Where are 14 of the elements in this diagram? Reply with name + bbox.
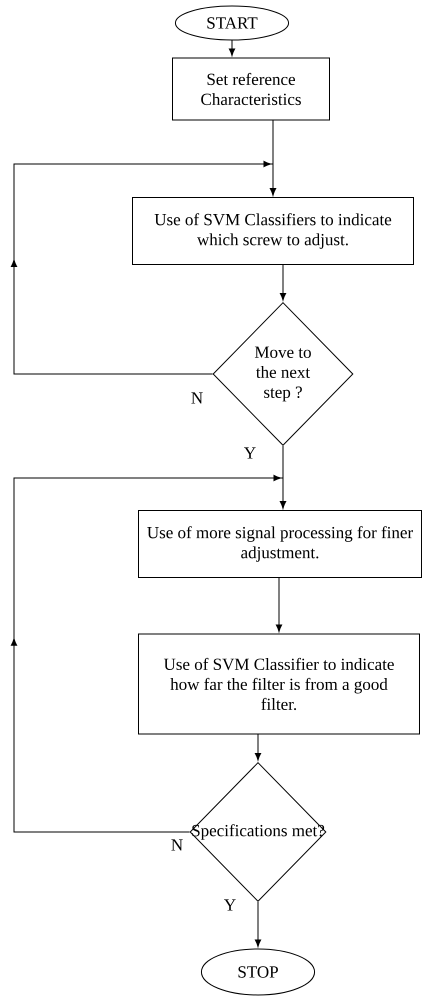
arrow [254, 734, 262, 760]
edge-label: Y [242, 446, 258, 460]
edge-label: N [190, 391, 204, 405]
process-box: Set reference Characteristics [172, 58, 330, 120]
process-box: Use of SVM Classifiers to indicate which screw to adjust. [132, 197, 414, 265]
arrow [10, 474, 286, 832]
arrow [10, 160, 276, 374]
edge-label: N [170, 838, 184, 852]
arrow [254, 902, 262, 947]
arrow [276, 578, 282, 632]
process-box: Use of more signal processing for finer adjustment. [138, 510, 422, 578]
process-box: Use of SVM Classifier to indicate how far the filter is from a good filter. [138, 634, 420, 734]
arrow [228, 40, 236, 56]
arrow [280, 264, 286, 300]
